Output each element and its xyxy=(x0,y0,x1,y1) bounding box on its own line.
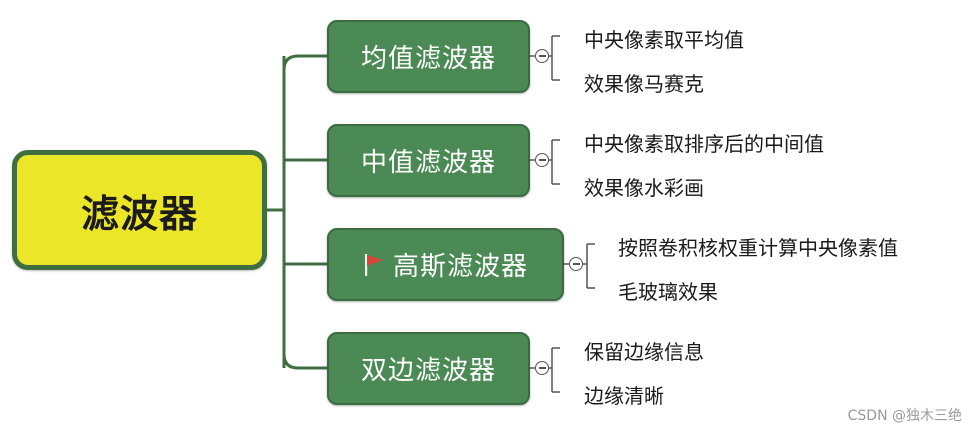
branch-node-label: 高斯滤波器 xyxy=(392,252,528,282)
collapse-toggle-icon[interactable] xyxy=(535,153,549,167)
branch-node-median-filter[interactable]: 中值滤波器 xyxy=(327,124,530,197)
branch-node-gaussian-filter[interactable]: 高斯滤波器 xyxy=(327,228,564,301)
collapse-toggle-icon[interactable] xyxy=(535,361,549,375)
branch-node-label: 中值滤波器 xyxy=(360,148,496,178)
collapse-toggle-icon[interactable] xyxy=(535,49,549,63)
red-flag-icon xyxy=(364,253,383,276)
collapse-toggle-icon[interactable] xyxy=(569,257,583,271)
leaf-node: 效果像水彩画 xyxy=(584,176,704,200)
branch-node-bilateral-filter[interactable]: 双边滤波器 xyxy=(327,332,530,405)
branch-node-mean-filter[interactable]: 均值滤波器 xyxy=(327,20,530,93)
branch-node-label: 双边滤波器 xyxy=(360,356,496,386)
leaf-node: 按照卷积核权重计算中央像素值 xyxy=(618,236,898,260)
leaf-node: 中央像素取平均值 xyxy=(584,28,744,52)
root-node-label: 滤波器 xyxy=(80,191,198,236)
branch-node-label: 均值滤波器 xyxy=(360,44,496,74)
leaf-node: 边缘清晰 xyxy=(584,384,664,408)
leaf-node: 保留边缘信息 xyxy=(584,340,704,364)
leaf-node: 毛玻璃效果 xyxy=(618,280,718,304)
leaf-node: 效果像马赛克 xyxy=(584,72,704,96)
leaf-node: 中央像素取排序后的中间值 xyxy=(584,132,824,156)
watermark-text: CSDN @独木三绝 xyxy=(847,408,962,424)
root-node-filter[interactable]: 滤波器 xyxy=(12,150,267,270)
